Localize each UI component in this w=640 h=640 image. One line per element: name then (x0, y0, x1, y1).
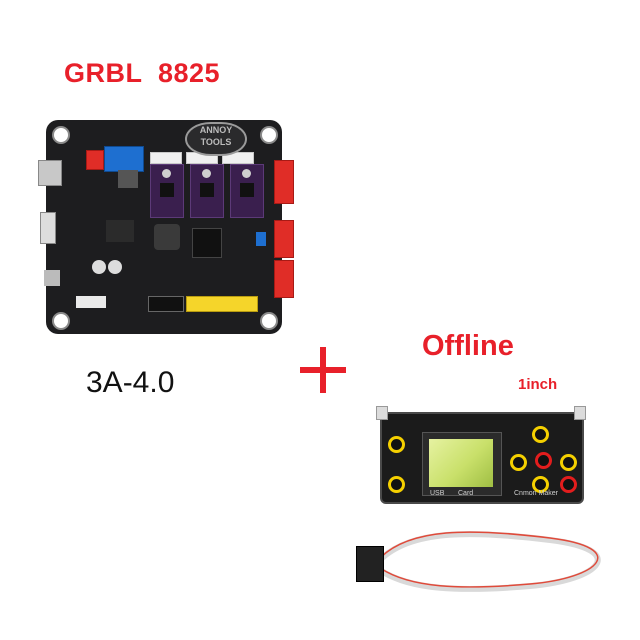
lcd-screen (422, 432, 502, 496)
jumper (256, 232, 266, 246)
switch (40, 212, 56, 244)
stepper-driver-x (150, 164, 184, 218)
yellow-button (532, 476, 549, 493)
capacitor (92, 260, 106, 274)
mosfet (106, 220, 134, 242)
card-label: Card (458, 490, 474, 497)
regulator (118, 170, 138, 188)
motor-connector (274, 160, 294, 204)
yellow-button (388, 436, 405, 453)
plus-icon (298, 345, 348, 395)
limit-header (222, 152, 254, 164)
usb-label: USB (430, 490, 445, 497)
limit-header (150, 152, 182, 164)
cable-plug (356, 546, 384, 582)
board-version-label: 3A-4.0 (86, 366, 175, 399)
mount-hole (52, 312, 70, 330)
motor-connector (274, 220, 294, 258)
standoff (376, 406, 388, 420)
red-button (560, 476, 577, 493)
yellow-button (560, 454, 577, 471)
lcd-display (429, 439, 493, 487)
capacitor (108, 260, 122, 274)
dc-jack (44, 270, 60, 286)
mount-hole (260, 312, 278, 330)
stepper-driver-y (190, 164, 224, 218)
yellow-button (388, 476, 405, 493)
yellow-button (532, 426, 549, 443)
power-connector (86, 150, 104, 170)
board-logo: ANNOY TOOLS (185, 122, 247, 156)
offline-controller-image: USB Card Cnmon Maker (376, 406, 586, 504)
stepper-driver-z (230, 164, 264, 218)
mount-hole (260, 126, 278, 144)
product-title: GRBL 8825 (64, 58, 221, 88)
yellow-header (186, 296, 258, 312)
black-header (148, 296, 184, 312)
offline-size-label: 1inch (518, 376, 558, 393)
brand-label: Cnmon Maker (514, 490, 558, 497)
terminal-block (104, 146, 144, 172)
usb-port (38, 160, 62, 186)
ribbon-cable (377, 531, 601, 592)
grbl-board-image (38, 120, 294, 334)
white-header (76, 296, 106, 308)
inductor (154, 224, 180, 250)
yellow-button (510, 454, 527, 471)
red-button (535, 452, 552, 469)
offline-title: Offline (422, 330, 514, 362)
mount-hole (52, 126, 70, 144)
mcu-chip (192, 228, 222, 258)
standoff (574, 406, 586, 420)
motor-connector (274, 260, 294, 298)
